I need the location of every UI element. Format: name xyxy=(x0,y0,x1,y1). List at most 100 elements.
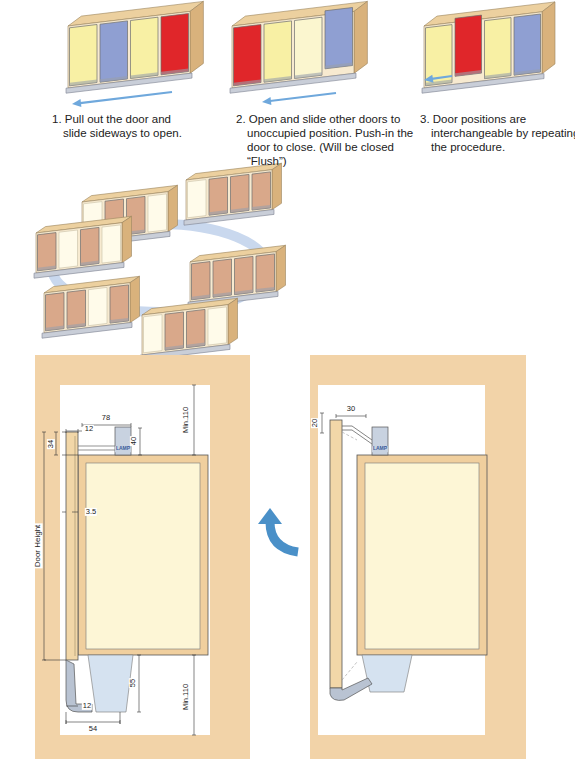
door-panel-open xyxy=(330,420,342,688)
door-edge xyxy=(514,69,541,75)
dimension-line xyxy=(366,414,367,418)
door-edge xyxy=(100,76,128,82)
door-panel xyxy=(325,8,353,69)
door-panel xyxy=(209,177,228,215)
dimension-label: 40 xyxy=(130,436,138,446)
door-panel xyxy=(131,17,159,78)
step-caption: 3. Door positions are interchangeable by… xyxy=(420,112,575,154)
slide-arrow xyxy=(78,92,172,103)
dimension-label: 20 xyxy=(311,418,319,428)
wall-niche xyxy=(310,355,526,759)
dimension-label: Door Height xyxy=(34,524,43,569)
cabinet-side xyxy=(168,185,178,231)
door-panel xyxy=(67,290,86,328)
niche-opening xyxy=(60,385,210,735)
door-edge xyxy=(264,76,292,82)
empty-slot xyxy=(102,225,121,263)
logo-text: LAMP xyxy=(115,446,131,452)
bottom-rail xyxy=(66,660,92,712)
cabinet-figure xyxy=(188,245,286,307)
door-panel xyxy=(161,14,189,75)
door-edge xyxy=(231,207,250,212)
dimension-line xyxy=(66,722,120,723)
door-edge xyxy=(295,72,323,78)
dimension-line xyxy=(66,431,82,432)
dimension-line xyxy=(66,429,67,433)
cabinet-side xyxy=(130,276,140,322)
dimension-line xyxy=(320,433,324,434)
dimension-label: 54 xyxy=(88,725,98,733)
door-edge xyxy=(38,266,57,271)
dimension-line xyxy=(62,432,66,433)
dimension-line xyxy=(72,512,78,513)
empty-slot xyxy=(144,315,163,353)
empty-slot xyxy=(89,287,108,325)
dimension-line xyxy=(322,413,323,433)
door-edge xyxy=(256,287,275,292)
door-panel xyxy=(192,262,211,300)
dimension-line xyxy=(78,429,79,433)
slide-arrow xyxy=(430,76,452,79)
arrow-head xyxy=(262,97,271,105)
door-panel xyxy=(455,15,482,76)
door-panel xyxy=(235,256,254,294)
step-caption: 1. Pull out the door and slide sideways … xyxy=(52,112,195,140)
door-edge xyxy=(209,210,228,215)
dimension-line xyxy=(56,432,57,455)
door-edge xyxy=(161,69,189,75)
door-panel xyxy=(295,17,323,78)
door-edge xyxy=(70,80,98,86)
dimension-line xyxy=(194,385,195,455)
cabinet-side xyxy=(228,298,238,344)
dimension-line xyxy=(44,660,66,661)
door-panel xyxy=(485,18,512,79)
cabinet-figure xyxy=(66,1,203,93)
dimension-line xyxy=(137,655,141,656)
dimension-line xyxy=(82,423,83,427)
logo-text: LAMP xyxy=(372,446,388,452)
dimension-line xyxy=(192,455,196,456)
dimension-line xyxy=(336,416,366,417)
dimension-label: 12 xyxy=(84,425,94,433)
door-panel xyxy=(256,254,275,292)
dimension-line xyxy=(320,413,324,414)
door-edge xyxy=(165,345,184,350)
cabinet-body xyxy=(78,455,208,655)
dimension-label: Min.110 xyxy=(182,406,190,434)
dimension-line xyxy=(138,455,142,456)
dimension-line xyxy=(192,385,196,386)
door-edge xyxy=(81,260,100,265)
door-edge xyxy=(455,70,482,76)
cabinet-side xyxy=(272,163,282,209)
dimension-line xyxy=(138,428,142,429)
dimension-line xyxy=(120,712,121,724)
door-travel xyxy=(342,432,357,680)
cabinet-side xyxy=(542,2,555,74)
open-arrow xyxy=(270,522,298,552)
dimension-label: 34 xyxy=(47,439,55,449)
door-panel xyxy=(213,259,232,297)
cabinet-figure xyxy=(422,2,555,93)
section-drawings xyxy=(35,355,526,759)
door-edge xyxy=(235,289,254,294)
dimension-line xyxy=(131,423,132,427)
door-panel xyxy=(264,21,292,82)
dimension-label: 12 xyxy=(82,702,92,710)
dimension-label: 3.5 xyxy=(85,508,97,516)
dimension-line xyxy=(139,655,140,712)
dimension-line xyxy=(54,432,58,433)
cabinet-side xyxy=(276,245,286,291)
arrow-head xyxy=(424,75,434,83)
dimension-line xyxy=(44,432,45,660)
cabinet-figure xyxy=(140,298,238,360)
door-edge xyxy=(46,326,65,331)
dimension-line xyxy=(62,512,66,513)
cabinet-side xyxy=(122,216,132,262)
dimension-line xyxy=(62,455,78,456)
dimension-lines xyxy=(42,385,366,735)
top-bracket xyxy=(372,427,388,455)
bottom-bracket xyxy=(362,655,412,692)
door-panel xyxy=(110,285,129,323)
cabinet-body xyxy=(357,455,487,655)
